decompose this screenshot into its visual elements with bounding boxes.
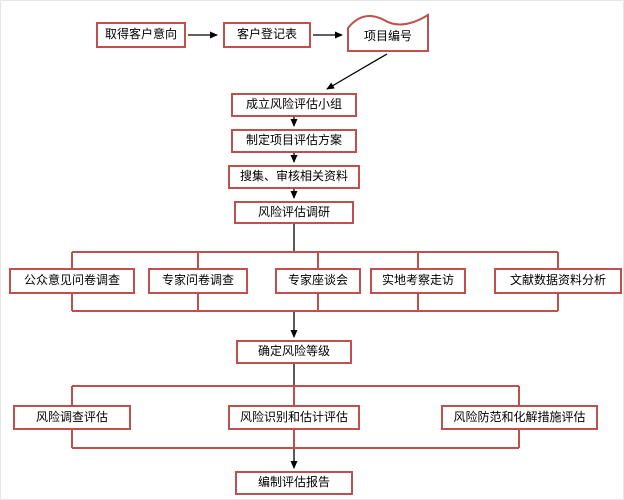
node-expert-questionnaire-survey: 专家问卷调查 <box>148 268 248 294</box>
node-public-opinion-survey: 公众意见问卷调查 <box>9 268 135 294</box>
node-collect-review-materials: 搜集、审核相关资料 <box>228 165 360 189</box>
node-project-number: 项目编号 <box>363 29 412 44</box>
flow-arrows <box>188 31 388 469</box>
node-risk-identification-estimation-evaluation: 风险识别和估计评估 <box>228 405 360 430</box>
node-prepare-assessment-report: 编制评估报告 <box>235 471 353 495</box>
node-customer-registration-form: 客户登记表 <box>223 22 311 48</box>
node-field-visit: 实地考察走访 <box>370 268 466 294</box>
node-setup-risk-assessment-team: 成立风险评估小组 <box>231 93 357 117</box>
node-expert-forum: 专家座谈会 <box>275 268 361 294</box>
node-literature-data-analysis: 文献数据资料分析 <box>494 268 622 294</box>
tape-shape-project-number <box>347 13 429 52</box>
node-risk-prevention-mitigation-evaluation: 风险防范和化解措施评估 <box>441 405 598 430</box>
node-obtain-customer-intent: 取得客户意向 <box>96 22 186 48</box>
node-determine-risk-level: 确定风险等级 <box>236 340 352 364</box>
node-make-project-assessment-plan: 制定项目评估方案 <box>231 129 357 153</box>
node-risk-survey-evaluation: 风险调查评估 <box>13 405 131 430</box>
red-rails <box>71 251 559 449</box>
node-risk-assessment-research: 风险评估调研 <box>234 201 354 224</box>
arrow-number-to-team <box>326 53 388 90</box>
